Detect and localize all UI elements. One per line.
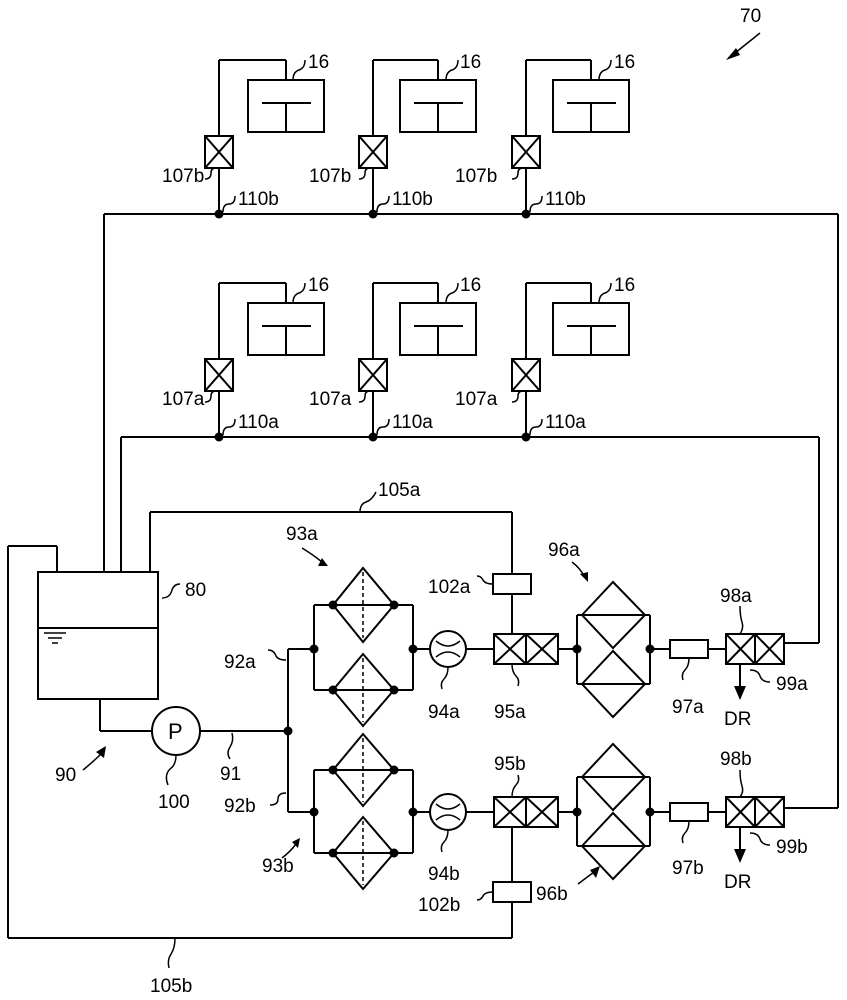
unit-group-top-3: 16 107b 110b [455,52,635,214]
flowmeter-94a: 94a [428,631,494,723]
label-105a: 105a [378,480,421,501]
label-drain-a: DR [724,709,751,730]
label-99a: 99a [776,674,808,695]
label-95b: 95b [494,754,526,775]
valve-98a: 98a DR 99a [720,586,819,730]
label-97a: 97a [672,697,704,718]
label-95a: 95a [494,702,526,723]
label-98b: 98b [720,749,752,770]
flowmeter-94b: 94b [428,794,494,885]
label-92a: 92a [224,652,256,673]
branch-split: 92a 92b [224,649,314,817]
label-90: 90 [55,765,76,786]
unit-group-top-1: 16 107b 110b [162,52,329,214]
exchanger-96a: 96a [548,540,670,717]
label-110b-2: 110b [392,189,433,210]
label-96b: 96b [536,884,568,905]
sensor-97a: 97a [670,640,726,718]
label-105b: 105b [150,976,192,997]
label-80: 80 [185,580,206,601]
label-91: 91 [220,764,241,785]
label-110b-1: 110b [238,189,279,210]
return-line-105a: 105a [150,480,512,574]
label-102b: 102b [418,895,460,916]
label-drain-b: DR [724,872,751,893]
label-107b-1: 107b [162,166,204,187]
label-93b: 93b [262,856,294,877]
label-97b: 97b [672,858,704,879]
filter-93a: 93a [286,524,430,726]
label-92b: 92b [224,796,256,817]
label-16-mid-2: 16 [460,275,481,296]
label-93a: 93a [286,524,318,545]
label-98a: 98a [720,586,752,607]
unit-group-mid-2: 16 107a 110a [309,275,481,437]
label-110b-3: 110b [545,189,586,210]
label-94a: 94a [428,702,460,723]
reference-arrow-70: 70 [726,6,761,60]
label-102a: 102a [428,577,471,598]
label-107a-3: 107a [455,389,498,410]
label-110a-2: 110a [392,412,433,433]
unit-group-top-2: 16 107b 110b [309,52,481,214]
label-16-top-1: 16 [308,52,329,73]
valve-95b: 95b [494,754,582,827]
label-16-mid-3: 16 [614,275,635,296]
label-107b-3: 107b [455,166,497,187]
label-70: 70 [740,6,761,27]
label-107a-1: 107a [162,389,205,410]
label-16-mid-1: 16 [308,275,329,296]
valve-95a: 95a [494,634,582,723]
unit-group-mid-3: 16 107a 110a [455,275,635,437]
sensor-102a: 102a [428,574,531,634]
pump-symbol: P [168,719,183,744]
label-16-top-3: 16 [614,52,635,73]
valve-98b: 98b DR 99b [720,749,838,893]
label-110a-3: 110a [545,412,586,433]
label-99b: 99b [776,837,808,858]
label-107b-2: 107b [309,166,351,187]
label-100: 100 [158,792,190,813]
supply-line-110a [121,433,819,644]
tank-80: 80 [38,572,206,699]
unit-group-mid-1: 16 107a 110a [162,275,329,437]
sensor-97b: 97b [670,803,726,879]
label-94b: 94b [428,864,460,885]
pump-line-91: P 100 91 90 [55,699,293,813]
label-16-top-2: 16 [460,52,481,73]
label-96a: 96a [548,540,580,561]
label-107a-2: 107a [309,389,352,410]
label-110a-1: 110a [238,412,279,433]
